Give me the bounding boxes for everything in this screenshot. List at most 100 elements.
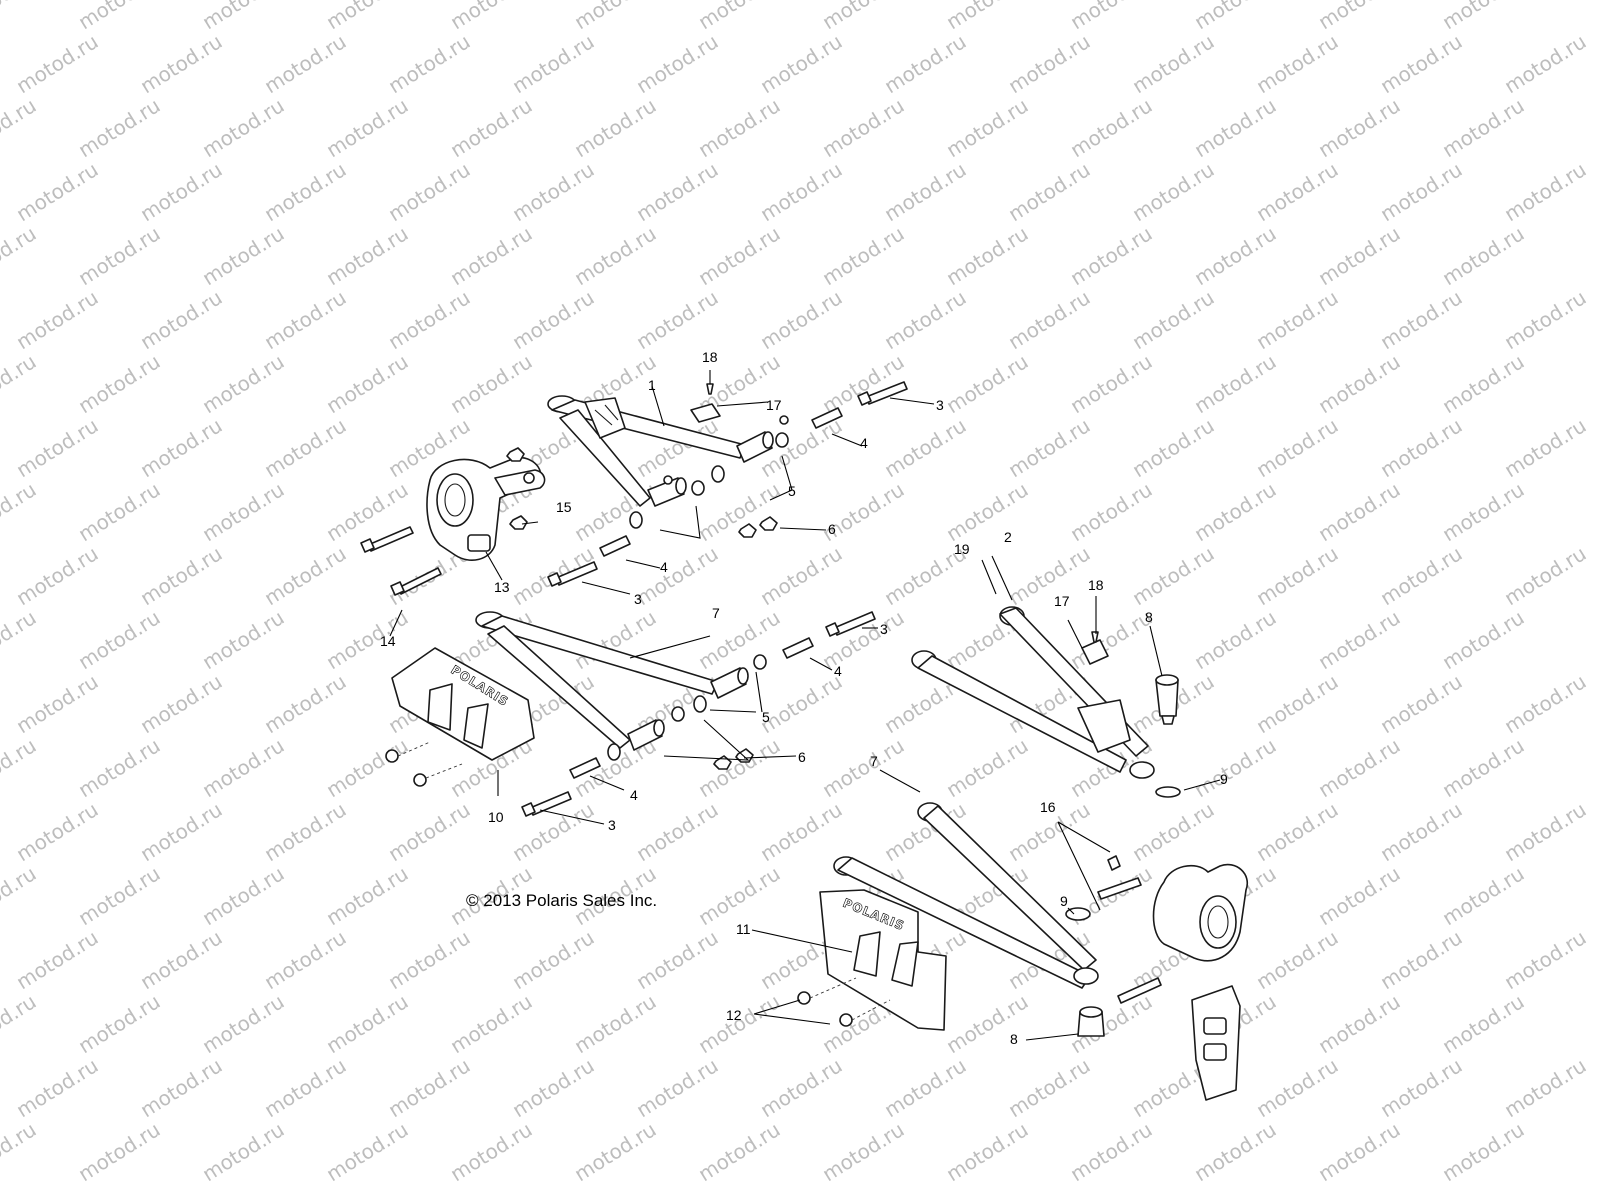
sleeve-icon <box>569 637 814 779</box>
clip-icon <box>690 403 721 423</box>
callout-13: 13 <box>494 579 510 595</box>
watermark-text: motod.ru <box>694 989 785 1058</box>
watermark-text: motod.ru <box>260 797 351 866</box>
watermark-text: motod.ru <box>0 477 40 546</box>
snap-ring-icon <box>1065 907 1091 921</box>
callout-5: 5 <box>762 709 770 725</box>
callout-19: 19 <box>954 541 970 557</box>
watermark-text: motod.ru <box>508 925 599 994</box>
watermark-text: motod.ru <box>1190 93 1281 162</box>
watermark-text: motod.ru <box>756 285 847 354</box>
watermark-text: motod.ru <box>0 349 40 418</box>
watermark-text: motod.ru <box>260 157 351 226</box>
watermark-text: motod.ru <box>694 221 785 290</box>
watermark-text: motod.ru <box>1438 861 1529 930</box>
watermark-text: motod.ru <box>1066 93 1157 162</box>
watermark-text: motod.ru <box>942 221 1033 290</box>
watermark-text: motod.ru <box>1314 605 1405 674</box>
watermark-text: motod.ru <box>632 157 723 226</box>
watermark-text: motod.ru <box>12 669 103 738</box>
bushing-icon <box>607 654 767 761</box>
watermark-text: motod.ru <box>198 93 289 162</box>
watermark-text: motod.ru <box>1376 413 1467 482</box>
callout-3: 3 <box>880 621 888 637</box>
watermark-text: motod.ru <box>1066 0 1157 34</box>
watermark-text: motod.ru <box>942 93 1033 162</box>
watermark-text: motod.ru <box>322 989 413 1058</box>
watermark-text: motod.ru <box>446 1117 537 1186</box>
watermark-text: motod.ru <box>1252 413 1343 482</box>
bolt-icon <box>857 381 908 406</box>
watermark-text: motod.ru <box>322 1117 413 1186</box>
callout-6: 6 <box>798 749 806 765</box>
watermark-text: motod.ru <box>880 285 971 354</box>
watermark-text: motod.ru <box>12 413 103 482</box>
watermark-text: motod.ru <box>384 157 475 226</box>
watermark-text: motod.ru <box>1314 93 1405 162</box>
watermark-text: motod.ru <box>74 605 165 674</box>
screw-icon <box>385 741 463 787</box>
watermark-text: motod.ru <box>1438 349 1529 418</box>
callout-5: 5 <box>788 483 796 499</box>
watermark-text: motod.ru <box>1066 605 1157 674</box>
watermark-text: motod.ru <box>12 29 103 98</box>
watermark-text: motod.ru <box>1128 413 1219 482</box>
callout-17: 17 <box>766 397 782 413</box>
watermark-text: motod.ru <box>12 285 103 354</box>
callout-2: 2 <box>1004 529 1012 545</box>
watermark-text: motod.ru <box>570 0 661 34</box>
nut-icon <box>506 447 525 462</box>
watermark-text: motod.ru <box>694 93 785 162</box>
grease-fitting-icon <box>663 415 789 485</box>
watermark-text: motod.ru <box>632 797 723 866</box>
watermark-text: motod.ru <box>694 1117 785 1186</box>
watermark-text: motod.ru <box>1190 349 1281 418</box>
watermark-text: motod.ru <box>136 669 227 738</box>
callout-4: 4 <box>834 663 842 679</box>
nut-icon <box>738 516 778 538</box>
watermark-text: motod.ru <box>1004 29 1095 98</box>
watermark-text: motod.ru <box>260 1053 351 1122</box>
watermark-text: motod.ru <box>1252 1053 1343 1122</box>
watermark-text: motod.ru <box>1500 669 1591 738</box>
watermark-text: motod.ru <box>1438 0 1529 34</box>
watermark-text: motod.ru <box>1190 221 1281 290</box>
watermark-text: motod.ru <box>1190 0 1281 34</box>
watermark-text: motod.ru <box>136 157 227 226</box>
leader-lines <box>389 370 1221 1041</box>
watermark-text: motod.ru <box>818 349 909 418</box>
watermark-text: motod.ru <box>260 925 351 994</box>
callout-18: 18 <box>1088 577 1104 593</box>
watermark-text: motod.ru <box>12 925 103 994</box>
watermark-text: motod.ru <box>384 797 475 866</box>
watermark-text: motod.ru <box>570 477 661 546</box>
watermark-text: motod.ru <box>756 157 847 226</box>
watermark-text: motod.ru <box>12 541 103 610</box>
watermark-text: motod.ru <box>12 797 103 866</box>
watermark-text: motod.ru <box>0 733 40 802</box>
ball-joint-icon <box>1077 1006 1105 1037</box>
watermark-text: motod.ru <box>570 221 661 290</box>
callout-15: 15 <box>556 499 572 515</box>
callout-4: 4 <box>660 559 668 575</box>
watermark-text: motod.ru <box>1004 541 1095 610</box>
watermark-text: motod.ru <box>818 733 909 802</box>
watermark-text: motod.ru <box>756 29 847 98</box>
watermark-text: motod.ru <box>260 413 351 482</box>
watermark-text: motod.ru <box>136 29 227 98</box>
watermark-text: motod.ru <box>508 285 599 354</box>
watermark-text: motod.ru <box>1314 221 1405 290</box>
callout-16: 16 <box>1040 799 1056 815</box>
watermark-text: motod.ru <box>1314 989 1405 1058</box>
watermark-text: motod.ru <box>1376 285 1467 354</box>
watermark-text: motod.ru <box>260 285 351 354</box>
watermark-text: motod.ru <box>880 157 971 226</box>
watermark-text: motod.ru <box>508 157 599 226</box>
watermark-text: motod.ru <box>322 221 413 290</box>
watermark-text: motod.ru <box>508 29 599 98</box>
watermark-text: motod.ru <box>0 221 40 290</box>
watermark-text: motod.ru <box>12 157 103 226</box>
callout-18: 18 <box>702 349 718 365</box>
watermark-text: motod.ru <box>632 1053 723 1122</box>
